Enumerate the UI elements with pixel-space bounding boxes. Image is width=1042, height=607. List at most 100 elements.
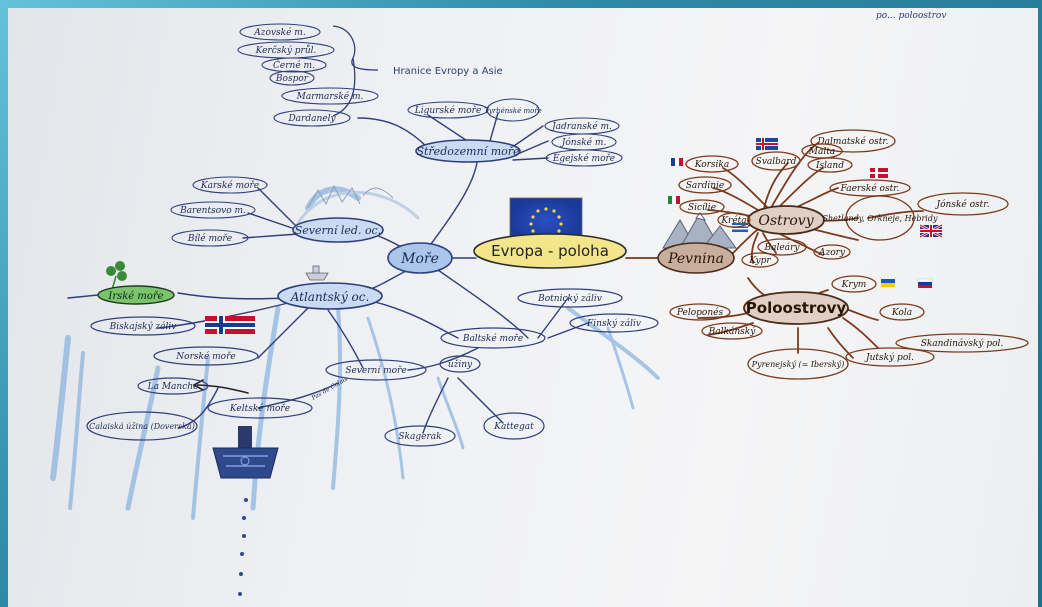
svg-text:Kattegat: Kattegat xyxy=(493,422,534,432)
list-item: Severní moře xyxy=(325,359,427,381)
list-item: Peloponés xyxy=(669,303,731,321)
list-item: Azory xyxy=(813,244,851,260)
list-item: Jónské m. xyxy=(551,133,617,151)
svg-text:Botnický záliv: Botnický záliv xyxy=(537,293,602,304)
list-item: Bílé moře xyxy=(171,229,249,247)
svg-text:Skandinávský pol.: Skandinávský pol. xyxy=(921,338,1004,349)
svg-text:Dardanely: Dardanely xyxy=(287,114,336,124)
svg-text:Egejské moře: Egejské moře xyxy=(552,153,615,164)
svg-text:Korsika: Korsika xyxy=(694,160,730,170)
svg-text:Azory: Azory xyxy=(818,248,846,258)
mediterranean-node: Středozemní moře xyxy=(415,139,521,163)
svg-text:Moře: Moře xyxy=(400,251,439,267)
list-item: Jutský pol. xyxy=(845,347,935,367)
svg-text:Barentsovo m.: Barentsovo m. xyxy=(179,206,246,216)
land-node: Pevnina xyxy=(657,242,735,274)
svg-text:Calaiská úžina (Doverská): Calaiská úžina (Doverská) xyxy=(89,422,195,431)
svg-text:Kypr: Kypr xyxy=(748,256,771,266)
list-item: Balkánský xyxy=(701,322,763,340)
svg-text:Marmarské m.: Marmarské m. xyxy=(296,91,364,102)
svg-text:Ostrovy: Ostrovy xyxy=(758,213,814,229)
svg-text:Shetlandy, Orkneje, Hebridy: Shetlandy, Orkneje, Hebridy xyxy=(823,214,938,223)
list-item: Skandinávský pol. xyxy=(895,333,1029,353)
list-item: Jadranské m. xyxy=(544,117,620,135)
ship-drawing xyxy=(305,265,329,281)
list-item: Korsika xyxy=(685,155,739,173)
svg-text:Norské moře: Norské moře xyxy=(175,351,235,362)
svg-text:Středozemní moře: Středozemní moře xyxy=(416,145,520,158)
list-item: Kypr xyxy=(741,252,779,268)
svg-text:Finský záliv: Finský záliv xyxy=(586,318,641,329)
list-item: Island xyxy=(807,157,853,173)
svg-text:Island: Island xyxy=(815,161,844,171)
svg-text:Faerské ostr.: Faerské ostr. xyxy=(840,183,900,194)
arctic-node: Severní led. oc. xyxy=(292,217,384,243)
iceland-flag xyxy=(756,138,778,150)
list-item: Egejské moře xyxy=(545,149,623,167)
svg-text:Pyrenejský (= Iberský): Pyrenejský (= Iberský) xyxy=(751,360,845,369)
atlantic-node: Atlantský oc. xyxy=(277,282,383,310)
mind-map: Evropa - poloha Moře Pevnina Středozemní… xyxy=(50,11,1029,596)
clover-drawing xyxy=(106,261,127,291)
list-item: Kola xyxy=(879,303,925,321)
svg-text:Kola: Kola xyxy=(891,308,912,318)
watercolor-strokes xyxy=(50,186,660,520)
svg-text:Tyrhénské moře: Tyrhénské moře xyxy=(484,107,542,115)
russia-flag xyxy=(917,278,933,288)
svg-text:Baleáry: Baleáry xyxy=(764,242,801,253)
dotted-trail xyxy=(238,498,248,596)
border-items: Azovské m. Kerčský průl. Černé m. Bospor… xyxy=(237,23,379,127)
list-item: Barentsovo m. xyxy=(170,201,256,219)
list-item: Pyrenejský (= Iberský) xyxy=(747,348,849,380)
svg-text:Kréta: Kréta xyxy=(720,215,746,226)
svg-text:Jadranské m.: Jadranské m. xyxy=(550,121,612,132)
list-item: Baleáry xyxy=(757,238,807,256)
thor-hammer-drawing xyxy=(212,426,279,479)
svg-text:Ligurské moře: Ligurské moře xyxy=(414,105,482,116)
list-item: Dalmatské ostr. xyxy=(810,129,896,153)
svg-text:Baltské moře: Baltské moře xyxy=(462,333,523,344)
border-bracket xyxy=(332,25,379,117)
svg-text:Krym: Krym xyxy=(841,280,867,290)
iceberg-drawing xyxy=(307,184,394,209)
list-item: La Manche xyxy=(137,377,209,395)
list-item: Keltské moře xyxy=(207,397,313,419)
islands-items: Dalmatské ostr. Malta Island Svalbard Ko… xyxy=(678,129,1009,268)
list-item: Calaiská úžina (Doverská) xyxy=(86,411,198,441)
svg-text:Kerčský průl.: Kerčský průl. xyxy=(255,44,317,56)
list-item: Svalbard xyxy=(751,151,801,171)
mediterranean-items: Ligurské moře Tyrhénské moře Jadranské m… xyxy=(407,98,623,167)
irish-sea-node: Irské moře xyxy=(97,285,175,305)
svg-text:Pas de Calais: Pas de Calais xyxy=(310,376,349,403)
list-item: Kattegat xyxy=(483,412,545,440)
list-item: Ligurské moře xyxy=(407,101,489,119)
svg-text:Peloponés: Peloponés xyxy=(676,307,724,318)
list-item: Karské moře xyxy=(192,176,268,194)
list-item: Botnický záliv xyxy=(517,288,623,308)
list-item: Dardanely xyxy=(273,109,351,127)
list-item: úžiny xyxy=(439,355,481,373)
uk-flag xyxy=(919,223,943,239)
svg-text:Sicílie: Sicílie xyxy=(688,202,716,213)
mountains-drawing xyxy=(662,211,737,249)
svg-text:Balkánský: Balkánský xyxy=(708,326,757,337)
svg-text:Atlantský oc.: Atlantský oc. xyxy=(290,290,370,304)
svg-text:La Manche: La Manche xyxy=(147,382,199,392)
svg-text:Pevnina: Pevnina xyxy=(667,251,724,267)
svg-text:Bospor: Bospor xyxy=(275,74,309,84)
svg-text:Malta: Malta xyxy=(808,147,835,157)
svg-text:Jutský pol.: Jutský pol. xyxy=(864,352,914,363)
list-item: Faerské ostr. xyxy=(829,179,911,197)
svg-text:Jónské ostr.: Jónské ostr. xyxy=(935,199,990,210)
seas-node: Moře xyxy=(387,242,453,274)
list-item: Marmarské m. xyxy=(281,87,379,105)
list-item: Sardinie xyxy=(678,176,732,194)
svg-text:Karské moře: Karské moře xyxy=(200,180,259,191)
list-item: Finský záliv xyxy=(569,313,659,333)
paper-sheet: Evropa - poloha Moře Pevnina Středozemní… xyxy=(8,8,1038,607)
top-right-scrawl: po... poloostrov xyxy=(876,11,946,21)
svg-text:Evropa - poloha: Evropa - poloha xyxy=(491,242,609,260)
list-item: Bospor xyxy=(269,70,315,86)
svg-text:Poloostrovy: Poloostrovy xyxy=(746,299,847,317)
list-item: Pas de Calais xyxy=(310,376,349,403)
